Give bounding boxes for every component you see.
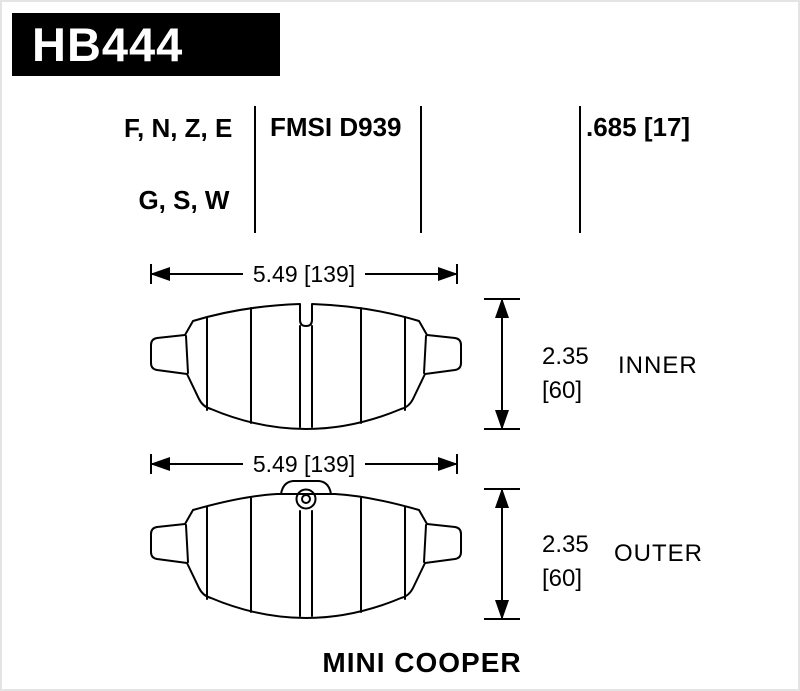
- column-divider: [254, 106, 256, 233]
- pad-position-label-inner: INNER: [618, 352, 698, 379]
- part-number-box: HB444: [12, 13, 280, 76]
- inner-pad-drawing: [150, 303, 462, 430]
- thickness-value-outer: 2.35 [60]: [542, 531, 589, 592]
- thickness-dimension-arrow-outer: [484, 488, 520, 620]
- pad-thickness-spec: .685 [17]: [586, 112, 691, 142]
- thickness-dimension-arrow-inner: [484, 298, 520, 430]
- fmsi-number: FMSI D939: [270, 112, 402, 142]
- width-dimension-label-inner: 5.49 [139]: [148, 262, 460, 286]
- pad-position-label-outer: OUTER: [614, 540, 703, 567]
- compound-codes-line1: F, N, Z, E: [124, 113, 233, 143]
- part-number: HB444: [32, 18, 184, 71]
- vehicle-name: MINI COOPER: [322, 647, 522, 678]
- thickness-value-inner: 2.35 [60]: [542, 343, 589, 404]
- compound-codes: F, N, Z, E G, S, W: [124, 110, 232, 218]
- column-divider: [579, 106, 581, 233]
- column-divider: [420, 106, 422, 233]
- compound-codes-line2: G, S, W: [138, 185, 230, 215]
- outer-pad-drawing: [150, 480, 462, 619]
- width-dimension-label-outer: 5.49 [139]: [148, 452, 460, 476]
